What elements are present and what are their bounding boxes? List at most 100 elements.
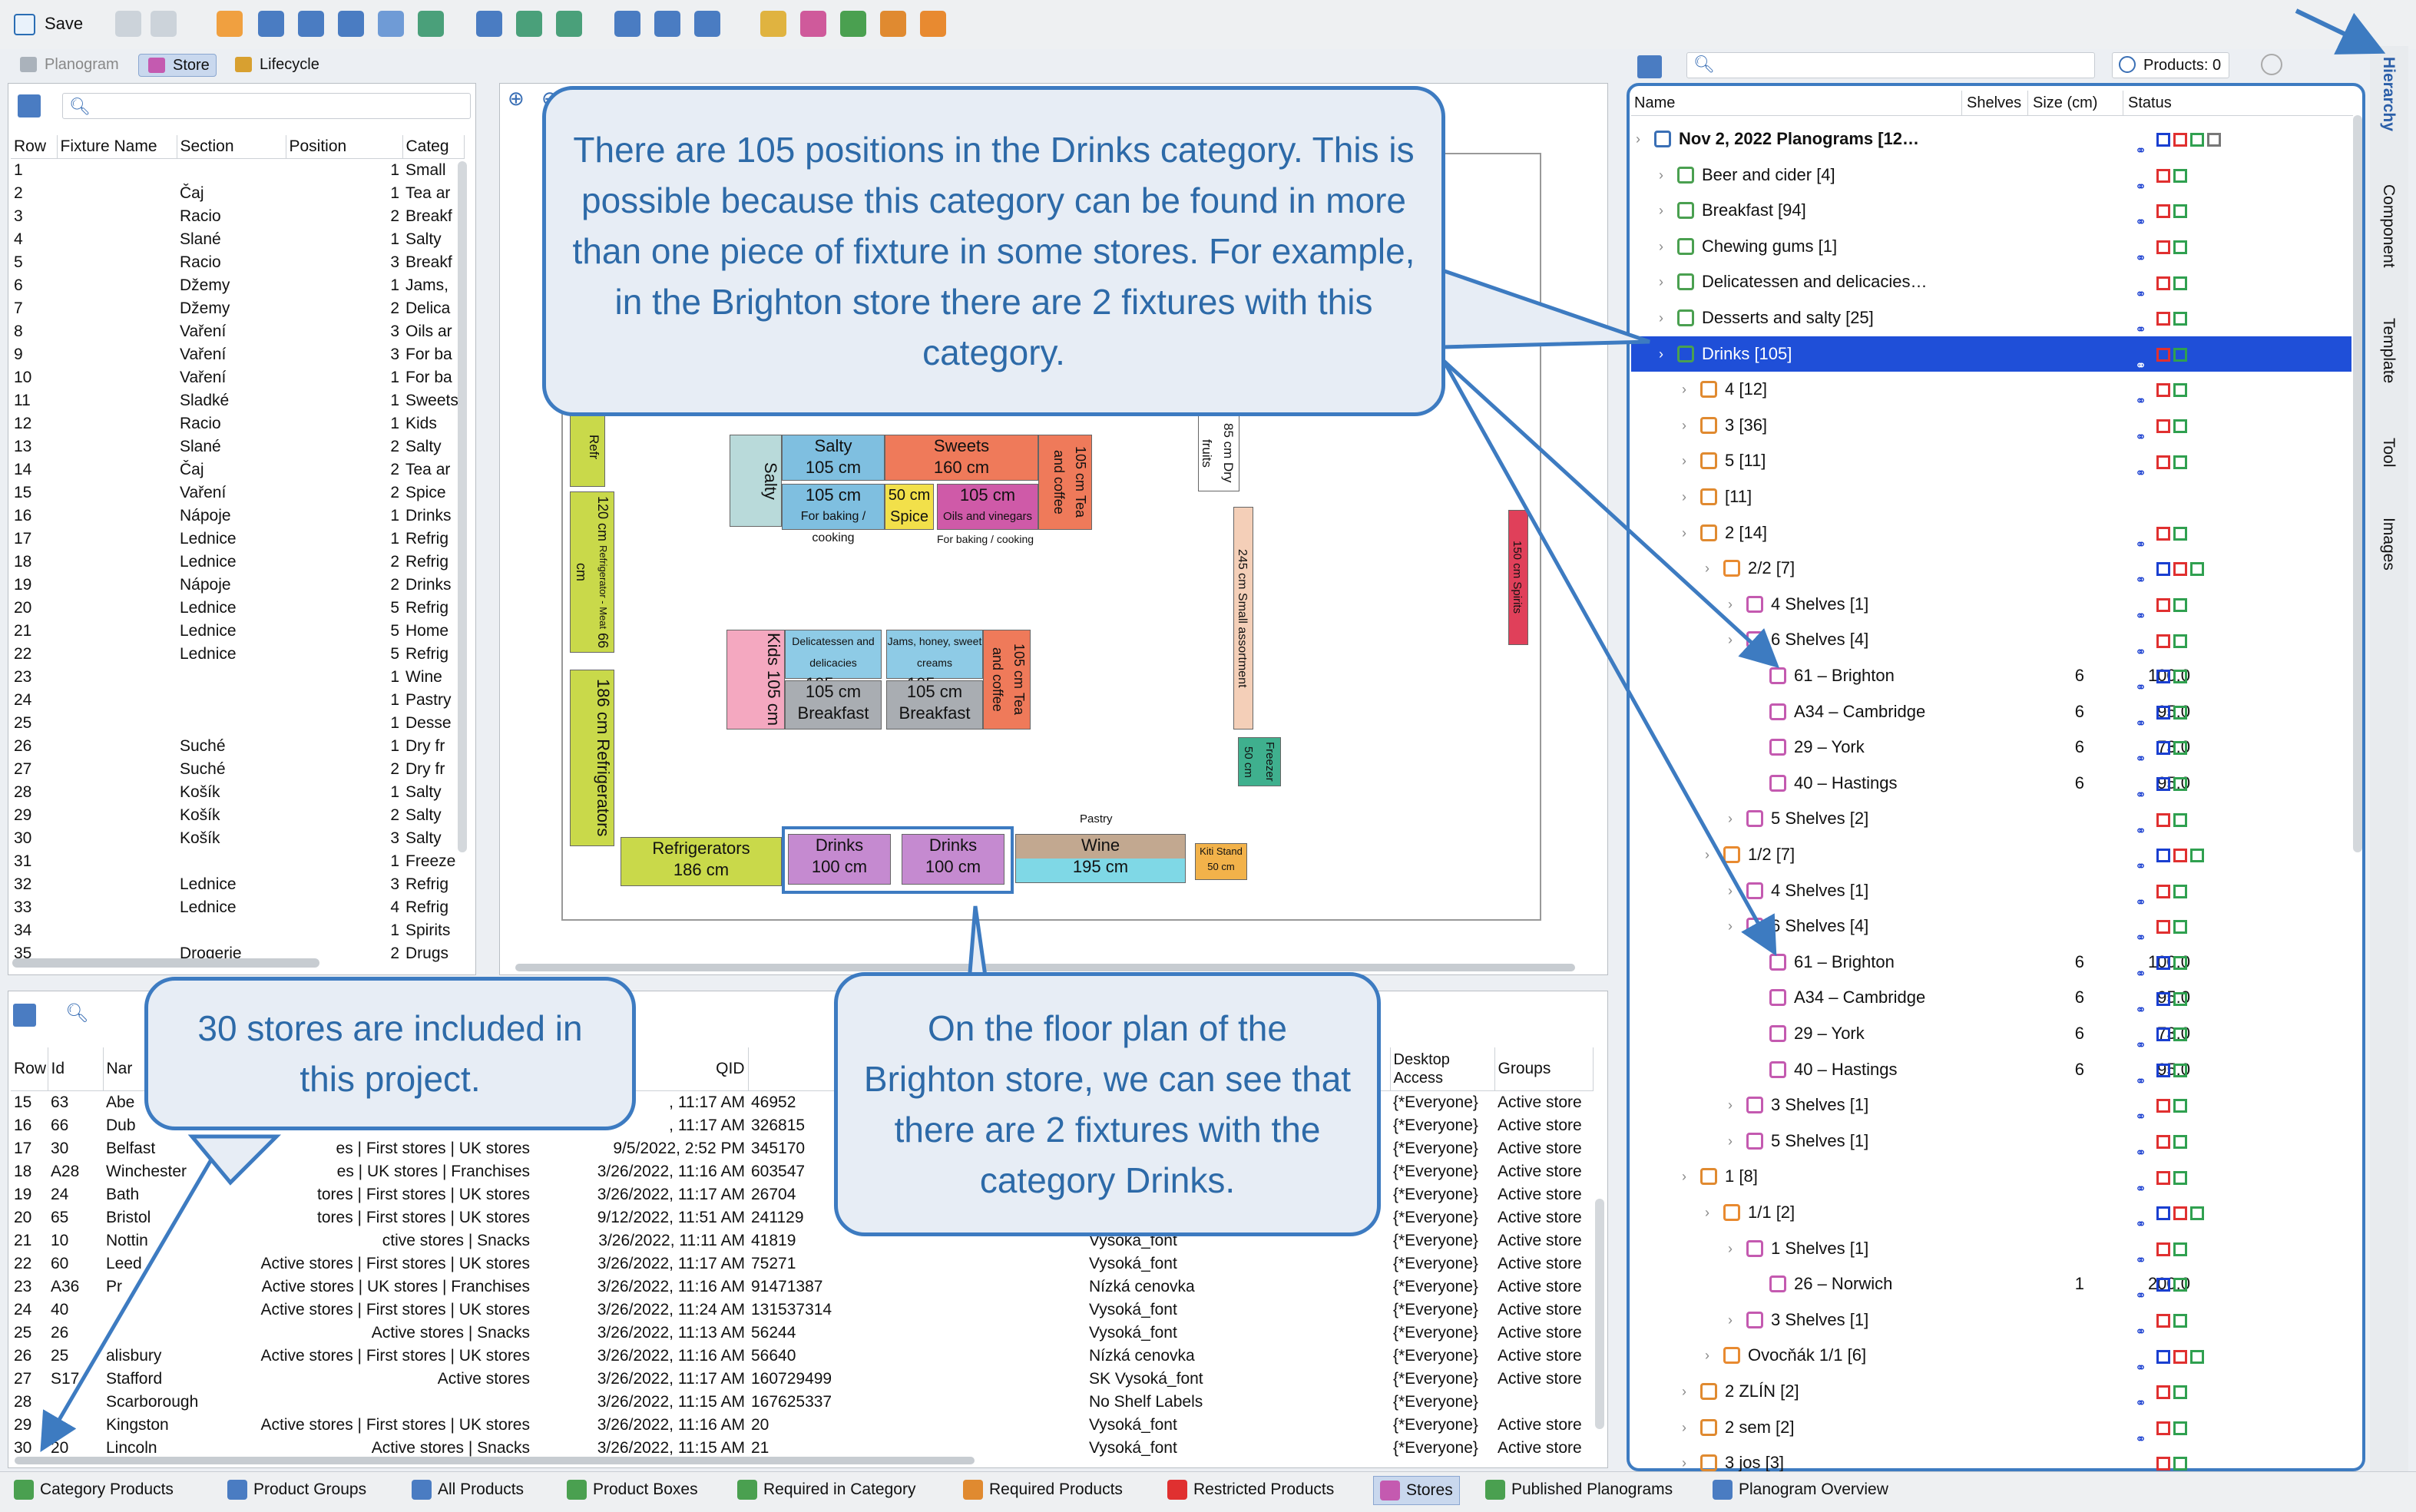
column-header[interactable]: Row xyxy=(11,1047,48,1091)
columns-icon[interactable] xyxy=(298,11,324,37)
tree-row[interactable]: ›Delicatessen and delicacies…⚭ xyxy=(1631,264,2351,302)
fixture-kids[interactable]: Kids 105 cm xyxy=(726,630,785,730)
chevron-right-icon[interactable]: › xyxy=(1682,524,1686,541)
bottom-tab-planogram-overview[interactable]: Planogram Overview xyxy=(1713,1476,1888,1504)
chevron-right-icon[interactable]: › xyxy=(1705,561,1709,577)
tree-row[interactable]: ›3 Shelves [1]⚭ xyxy=(1631,1302,2351,1339)
flag-icon[interactable] xyxy=(760,11,786,37)
bottom-tab-product-groups[interactable]: Product Groups xyxy=(227,1476,366,1504)
mode-lifecycle[interactable]: Lifecycle xyxy=(226,54,326,75)
column-header[interactable]: Row xyxy=(11,135,58,159)
svg-export-icon[interactable] xyxy=(880,11,906,37)
chevron-right-icon[interactable]: › xyxy=(1705,847,1709,862)
chevron-right-icon[interactable]: › xyxy=(1636,131,1640,147)
bottom-tab-product-boxes[interactable]: Product Boxes xyxy=(567,1476,698,1504)
column-header[interactable]: Position xyxy=(286,135,403,159)
align-icon[interactable] xyxy=(378,11,404,37)
table-icon[interactable] xyxy=(614,11,640,37)
mode-store[interactable]: Store xyxy=(138,54,217,77)
tree-row[interactable]: ›1/2 [7]⚭ xyxy=(1631,837,2351,874)
bottom-tab-required-products[interactable]: Required Products xyxy=(963,1476,1123,1504)
tree-row[interactable]: ›3 Shelves [1]⚭ xyxy=(1631,1087,2351,1124)
side-tab-hierarchy[interactable]: Hierarchy xyxy=(2380,57,2398,131)
tree-row[interactable]: ›2 sem [2]⚭ xyxy=(1631,1410,2351,1447)
tree-row[interactable]: ›3 [36]⚭ xyxy=(1631,408,2351,445)
bottom-tab-all-products[interactable]: All Products xyxy=(412,1476,524,1504)
chevron-right-icon[interactable]: › xyxy=(1682,1419,1686,1435)
fixture-tea-coffee-middle[interactable]: 105 cm Tea and coffee xyxy=(983,630,1031,730)
fixture-refrigerator-meat[interactable]: 120 cm Refrigerator - Meat 66 cm xyxy=(570,491,614,653)
floorplan-hscrollbar[interactable] xyxy=(515,964,1575,971)
tree-row[interactable]: ›Breakfast [94]⚭ xyxy=(1631,193,2351,230)
tree-row[interactable]: ›2 [14]⚭ xyxy=(1631,515,2351,552)
chevron-right-icon[interactable]: › xyxy=(1682,417,1686,433)
bottom-tab-stores[interactable]: Stores xyxy=(1373,1476,1460,1505)
fixture-spirits[interactable]: 150 cm Spirits xyxy=(1508,510,1528,645)
chevron-right-icon[interactable]: › xyxy=(1682,1169,1686,1185)
fixture-dry-fruits[interactable]: 85 cm Dry fruits xyxy=(1198,415,1239,491)
tree-row[interactable]: ›2/2 [7]⚭ xyxy=(1631,551,2351,587)
distribute-icon[interactable] xyxy=(418,11,444,37)
sort-icon[interactable] xyxy=(217,11,243,37)
chevron-right-icon[interactable]: › xyxy=(1682,453,1686,469)
house-icon[interactable] xyxy=(694,11,720,37)
side-tab-tool[interactable]: Tool xyxy=(2380,438,2398,468)
column-header[interactable]: Id xyxy=(48,1047,104,1091)
stores-hscrollbar[interactable] xyxy=(15,1457,975,1464)
tree-row[interactable]: ›1 Shelves [1]⚭ xyxy=(1631,1231,2351,1268)
chevron-right-icon[interactable]: › xyxy=(1682,1455,1686,1471)
chevron-right-icon[interactable]: › xyxy=(1659,346,1663,362)
tree-row[interactable]: ›2 ZLÍN [2]⚭ xyxy=(1631,1374,2351,1411)
chevron-right-icon[interactable]: › xyxy=(1705,1205,1709,1220)
chevron-right-icon[interactable]: › xyxy=(1728,918,1733,935)
chevron-right-icon[interactable]: › xyxy=(1728,1312,1733,1328)
tree-row[interactable]: ›4 Shelves [1]⚭ xyxy=(1631,873,2351,910)
chart-icon[interactable] xyxy=(800,11,826,37)
fixture-small-assortment[interactable]: 245 cm Small assortment xyxy=(1233,507,1253,730)
excel-icon[interactable] xyxy=(840,11,866,37)
column-header[interactable]: Fixture Name xyxy=(57,135,177,159)
tree-row[interactable]: ›[11] xyxy=(1631,479,2351,514)
chevron-right-icon[interactable]: › xyxy=(1728,1133,1733,1149)
products-filter-button[interactable]: Products: 0 xyxy=(2112,52,2230,78)
undo-icon[interactable] xyxy=(115,11,141,37)
chevron-right-icon[interactable]: › xyxy=(1728,882,1733,898)
tree-row[interactable]: ›4 Shelves [1]⚭ xyxy=(1631,587,2351,624)
tree-row[interactable]: ›Chewing gums [1]⚭ xyxy=(1631,229,2351,266)
search-icon[interactable]: 🔍︎ xyxy=(65,1003,89,1024)
